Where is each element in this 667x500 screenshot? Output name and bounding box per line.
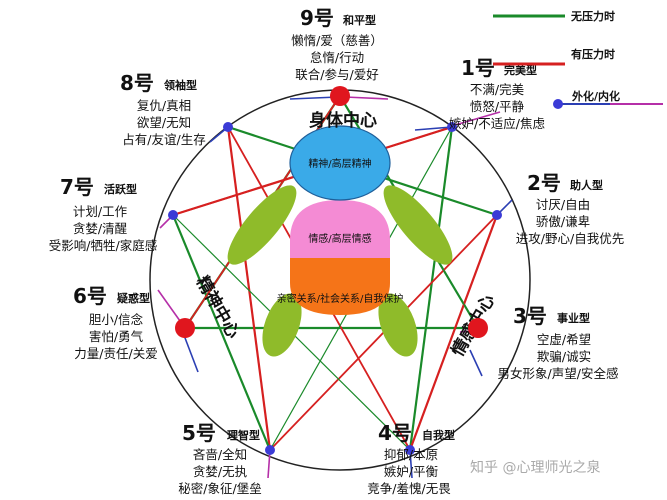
legend-no-stress-label: 无压力时 (570, 9, 615, 23)
watermark: 知乎 @心理师光之泉 (470, 459, 600, 476)
type-7-trait: 计划/工作 (73, 204, 128, 219)
type-3-trait: 空虚/希望 (537, 332, 591, 347)
type-8-name: 领袖型 (163, 78, 197, 92)
hexad-line (171, 214, 272, 451)
gut-label: 亲密关系/社会关系/自我保护 (277, 292, 404, 305)
type-1-name: 完美型 (504, 63, 537, 77)
body-figure: 精神/高层精神 情感/高层情感 亲密关系/社会关系/自我保护 (227, 125, 453, 357)
type-4-number: 4号 (378, 421, 412, 445)
type-5-number: 5号 (182, 421, 216, 445)
type-8-trait: 占有/友谊/生存 (122, 132, 205, 147)
node-9-dot (330, 86, 350, 106)
type-4-name: 自我型 (422, 428, 455, 442)
type-6-trait: 胆小/信念 (89, 312, 144, 327)
node-5-dot (265, 445, 275, 455)
wing-arrow (469, 349, 483, 377)
hexad-line (226, 126, 272, 451)
type-2-trait: 进攻/野心/自我优先 (516, 231, 624, 246)
node-4-dot (405, 445, 415, 455)
type-6-number: 6号 (73, 284, 107, 308)
type-8: 8号 领袖型 复仇/真相 欲望/无知 占有/友谊/生存 (120, 71, 206, 147)
type-5-trait: 吝啬/全知 (193, 447, 247, 462)
type-6-trait: 害怕/勇气 (89, 329, 144, 344)
type-7-number: 7号 (60, 175, 94, 199)
type-5-trait: 秘密/象征/堡垒 (178, 481, 261, 496)
right-arm (383, 185, 453, 265)
legend-ext-int-dot (553, 99, 563, 109)
type-4-trait: 竞争/羞愧/无畏 (367, 481, 451, 496)
head-label: 精神/高层精神 (308, 157, 371, 170)
node-6-dot (175, 318, 195, 338)
wing-arrow (289, 96, 339, 100)
type-2-number: 2号 (527, 171, 561, 195)
type-1: 1号 完美型 不满/完美 愤怒/平静 嫉妒/不适应/焦虑 (449, 56, 545, 131)
type-1-number: 1号 (461, 56, 495, 80)
type-2: 2号 助人型 讨厌/自由 骄傲/谦卑 进攻/野心/自我优先 (516, 171, 624, 246)
heart-label: 情感/高层情感 (308, 232, 371, 245)
node-3-dot (468, 318, 488, 338)
type-6: 6号 疑惑型 胆小/信念 害怕/勇气 力量/责任/关爱 (73, 284, 158, 361)
type-3-number: 3号 (513, 304, 547, 328)
type-5-trait: 贪婪/无执 (193, 464, 248, 479)
node-8-dot (223, 122, 233, 132)
type-2-trait: 讨厌/自由 (536, 197, 590, 212)
gut-torso (290, 258, 390, 315)
type-3: 3号 事业型 空虚/希望 欺骗/诚实 男女形象/声望/安全感 (498, 304, 619, 381)
type-8-trait: 欲望/无知 (137, 115, 191, 130)
type-3-name: 事业型 (557, 311, 590, 325)
type-2-trait: 骄傲/谦卑 (536, 214, 590, 229)
node-1-dot (447, 122, 457, 132)
wing-arrow (344, 96, 389, 100)
type-6-trait: 力量/责任/关爱 (74, 346, 157, 361)
type-1-trait: 不满/完美 (470, 82, 524, 97)
type-9-trait: 联合/参与/爱好 (295, 67, 378, 82)
type-4: 4号 自我型 抑郁/本原 嫉妒/平衡 竞争/羞愧/无畏 (367, 421, 455, 496)
left-leg (262, 293, 302, 357)
type-9: 9号 和平型 懒惰/爱（慈善） 怠惰/行动 联合/参与/爱好 (291, 6, 383, 82)
node-7-dot (168, 210, 178, 220)
type-9-name: 和平型 (343, 13, 376, 27)
head (289, 125, 391, 201)
type-7-name: 活跃型 (104, 182, 137, 196)
type-4-trait: 抑郁/本原 (384, 447, 438, 462)
type-3-trait: 男女形象/声望/安全感 (498, 366, 619, 381)
type-nodes (168, 86, 502, 455)
type-3-trait: 欺骗/诚实 (537, 349, 591, 364)
type-4-trait: 嫉妒/平衡 (384, 464, 438, 479)
wing-arrow (414, 126, 453, 131)
type-6-name: 疑惑型 (117, 291, 150, 305)
left-arm (227, 185, 297, 265)
hexad-line (408, 126, 454, 451)
type-9-trait: 怠惰/行动 (310, 50, 364, 65)
type-8-trait: 复仇/真相 (137, 98, 191, 113)
type-7-trait: 受影响/牺牲/家庭感 (49, 238, 157, 253)
type-9-trait: 懒惰/爱（慈善） (291, 33, 383, 48)
type-8-number: 8号 (120, 71, 154, 95)
legend-ext-int-label: 外化/内化 (571, 89, 620, 103)
type-9-number: 9号 (300, 6, 334, 30)
legend-stress-label: 有压力时 (571, 47, 615, 61)
node-2-dot (492, 210, 502, 220)
emotion-torso (290, 200, 390, 258)
wing-arrow (454, 111, 501, 126)
body-center-label: 身体中心 (309, 110, 377, 131)
type-7-trait: 贪婪/清醒 (73, 221, 128, 236)
right-leg (378, 293, 418, 357)
type-1-trait: 愤怒/平静 (470, 99, 525, 114)
legend: 无压力时 有压力时 外化/内化 (493, 9, 663, 109)
type-5-name: 理智型 (227, 428, 260, 442)
hexad-line (408, 214, 499, 451)
type-1-trait: 嫉妒/不适应/焦虑 (449, 116, 545, 131)
type-2-name: 助人型 (570, 178, 603, 192)
type-7: 7号 活跃型 计划/工作 贪婪/清醒 受影响/牺牲/家庭感 (49, 175, 157, 253)
type-5: 5号 理智型 吝啬/全知 贪婪/无执 秘密/象征/堡垒 (178, 421, 261, 496)
